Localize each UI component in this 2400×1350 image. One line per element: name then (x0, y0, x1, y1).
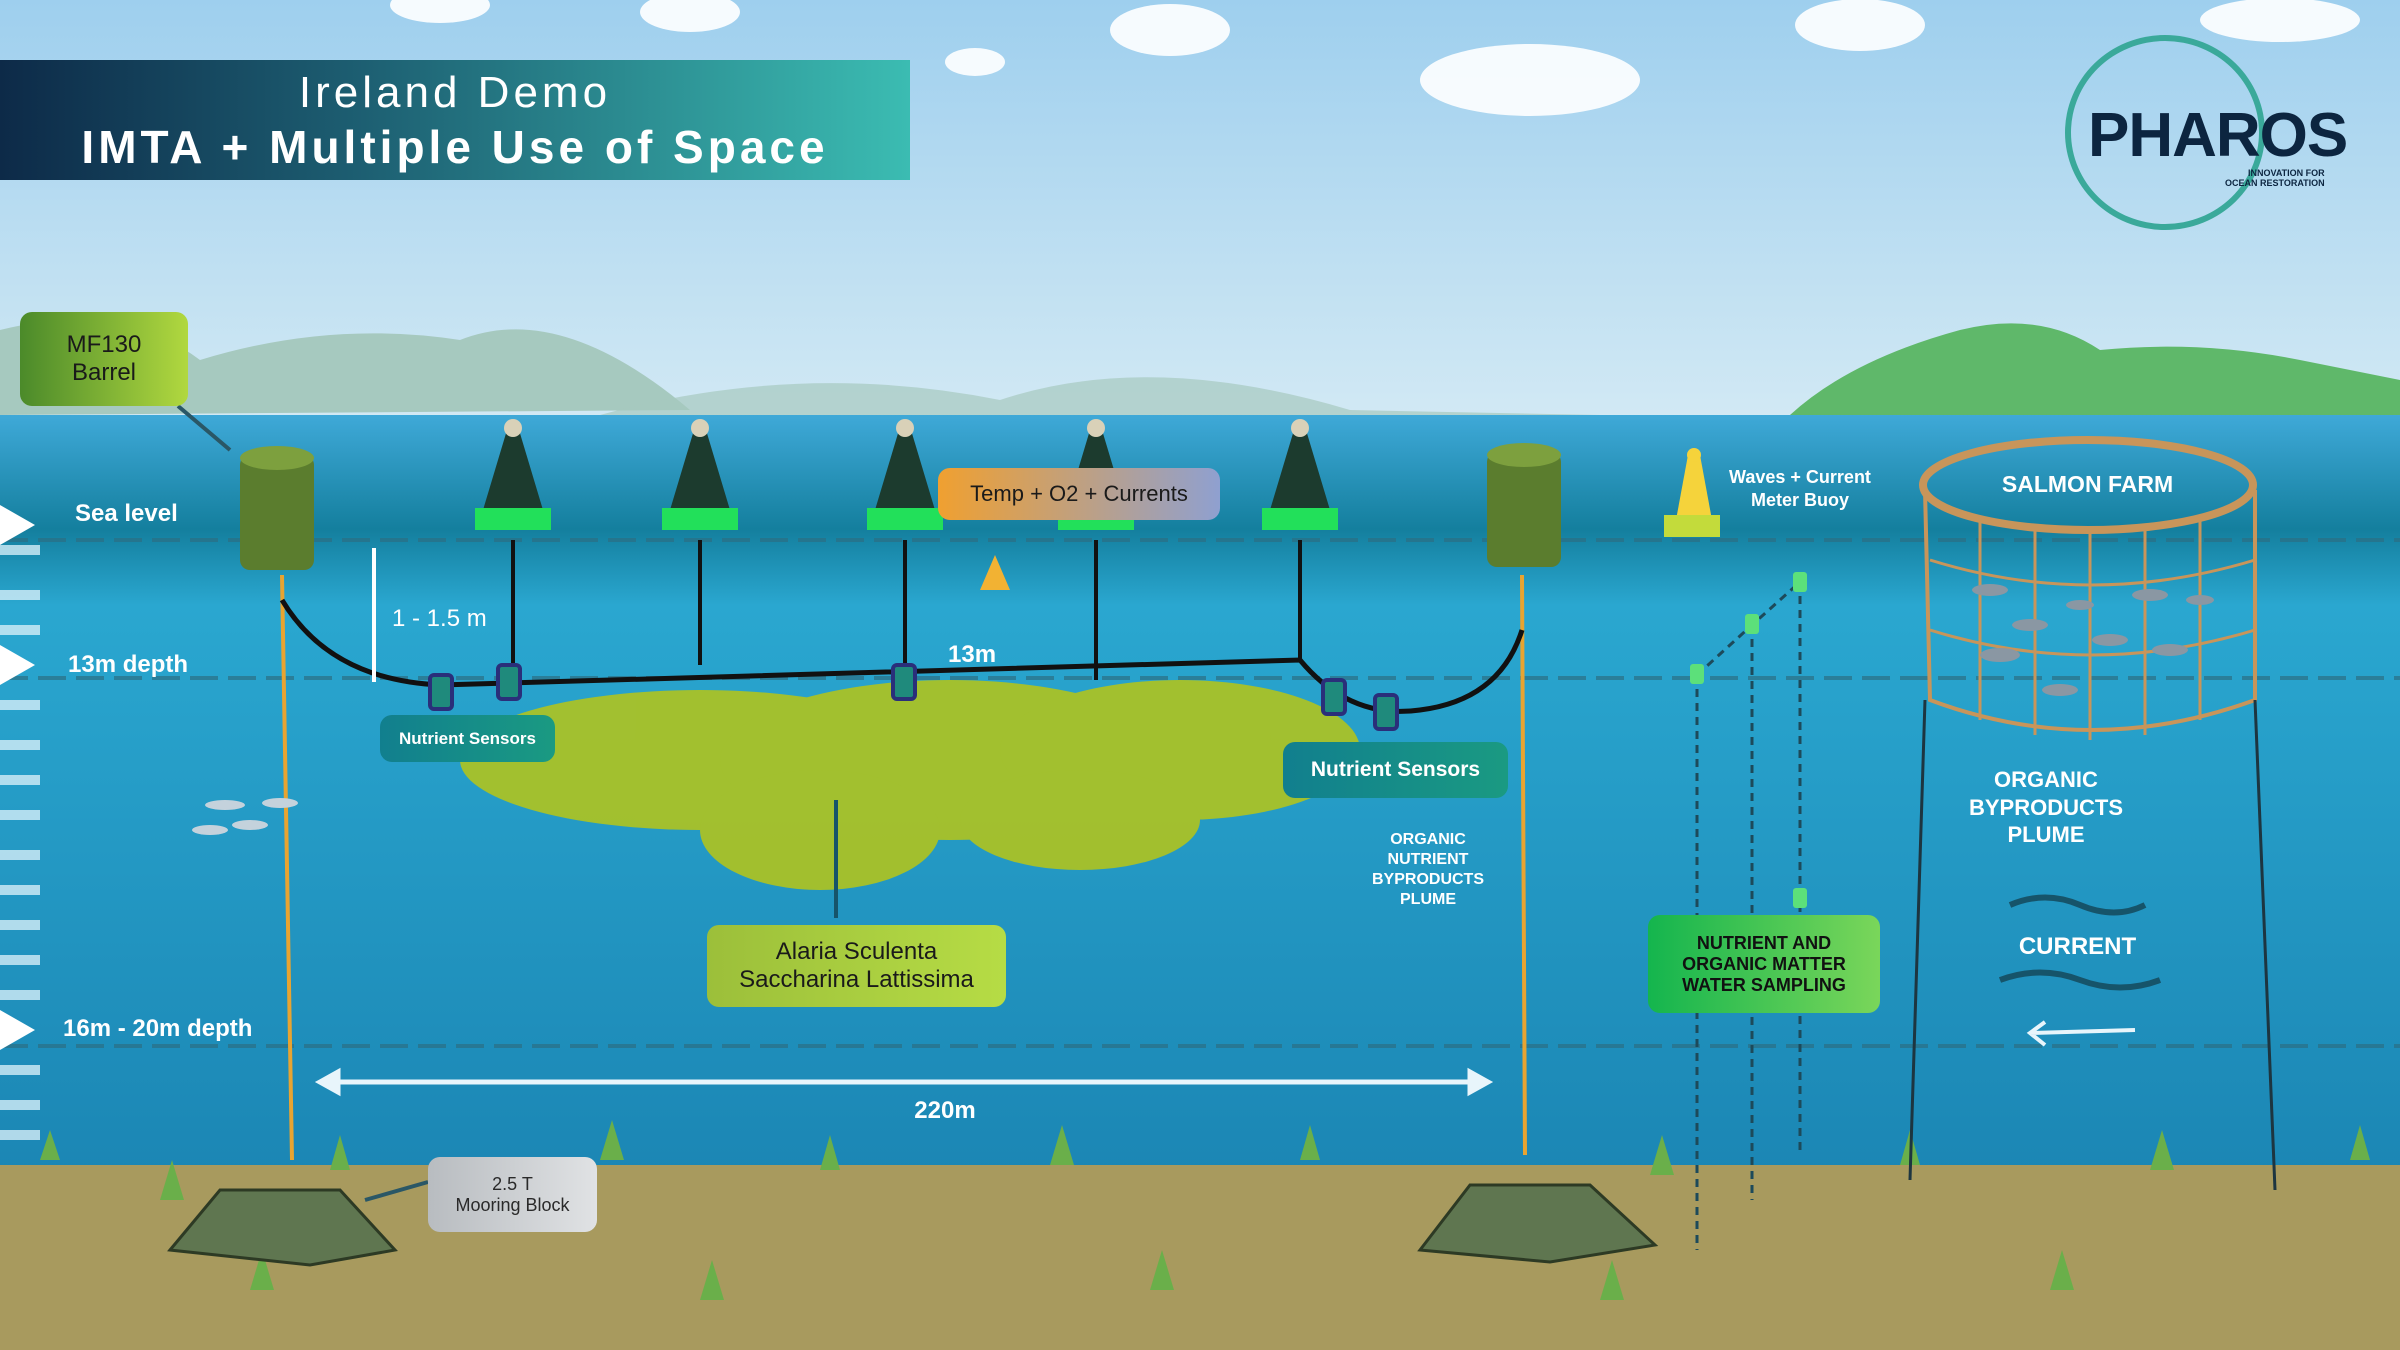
sea-level-label: Sea level (75, 500, 178, 527)
line-depth-label: 13m (948, 641, 997, 668)
label-line: ORGANIC (1994, 767, 2098, 792)
pharos-logo (2065, 35, 2265, 230)
temp-o2-currents-label: Temp + O2 + Currents (938, 468, 1220, 520)
barrel-pointer-arrow (176, 404, 232, 452)
gap-label: 1 - 1.5 m (392, 605, 487, 632)
mooring-pointer-arrow (364, 1180, 429, 1202)
current-waves (1998, 894, 2162, 991)
depth-13-label: 13m depth (68, 651, 189, 678)
temp-sensor-icon (980, 555, 1010, 590)
nutrient-sensors (428, 663, 1399, 731)
mooring-block-label: 2.5 T Mooring Block (428, 1157, 597, 1232)
span-arrow (314, 1067, 1494, 1097)
organic-nutrient-plume-label: ORGANIC NUTRIENT BYPRODUCTS PLUME (1358, 830, 1498, 910)
label-line: Nutrient Sensors (1310, 758, 1481, 781)
label-line: Mooring Block (455, 1194, 570, 1215)
label-line: ORGANIC MATTER (1682, 953, 1846, 974)
label-line: BYPRODUCTS (1968, 794, 2123, 820)
pharos-tagline: INNOVATION FOR OCEAN RESTORATION (2225, 168, 2325, 188)
barrel-label: MF130 Barrel (20, 312, 188, 406)
waves-buoy (1664, 448, 1720, 537)
label-line: 2.5 T (492, 1173, 533, 1194)
kelp-species-label: Alaria Sculenta Saccharina Lattissima (707, 925, 1006, 1007)
salmon-farm-label: SALMON FARM (2001, 471, 2174, 497)
wild-fish (192, 798, 298, 835)
title-line-1: Ireland Demo (298, 68, 612, 117)
nutrient-sensors-label-right: Nutrient Sensors (1283, 742, 1508, 798)
buoy (662, 419, 738, 530)
barrels (240, 443, 1561, 570)
label-line: Saccharina Lattissima (739, 966, 974, 993)
label-line: WATER SAMPLING (1682, 974, 1846, 995)
label-line: Barrel (71, 359, 137, 386)
label-line: Meter Buoy (1750, 489, 1849, 510)
current-label: CURRENT (2018, 933, 2137, 960)
label-line: Waves + Current (1729, 467, 1871, 487)
label-line: ORGANIC (1390, 831, 1466, 848)
pharos-logo-text: PHAROS (2088, 101, 2348, 170)
depth-16-20-label: 16m - 20m depth (63, 1015, 253, 1042)
mooring-blocks (167, 1183, 1659, 1267)
tagline-line: OCEAN RESTORATION (2225, 178, 2325, 188)
title-line-2: IMTA + Multiple Use of Space (81, 121, 829, 173)
label-line: PLUME (2007, 822, 2085, 847)
current-arrow (2026, 1020, 2136, 1047)
island (1790, 323, 2400, 418)
salmon-fish (1972, 584, 2214, 696)
label-line: PLUME (1400, 891, 1456, 908)
cage-anchor-lines (1908, 699, 2277, 1191)
label-line: Temp + O2 + Currents (970, 481, 1188, 506)
seabed (0, 1165, 2400, 1350)
waves-current-buoy-label: Waves + Current Meter Buoy (1710, 466, 1890, 511)
organic-byproducts-plume-label: ORGANIC BYPRODUCTS PLUME (1946, 766, 2146, 849)
title-banner: Ireland Demo IMTA + Multiple Use of Spac… (0, 60, 910, 180)
depth-markers (0, 505, 35, 1050)
nutrient-sensors-label-left: Nutrient Sensors (380, 715, 555, 762)
label-line: Nutrient Sensors (399, 728, 536, 748)
ropes (280, 574, 1527, 1161)
label-line: MF130 (66, 331, 142, 358)
buoy (475, 419, 551, 530)
tagline-line: INNOVATION FOR (2248, 168, 2325, 178)
clouds (390, 0, 2360, 116)
buoy-drops (511, 540, 1302, 680)
depth-scale (0, 545, 40, 1140)
label-line: BYPRODUCTS (1371, 871, 1484, 888)
label-line: NUTRIENT AND (1696, 932, 1832, 953)
sampling-sensors (1690, 572, 1807, 908)
buoy (867, 419, 943, 530)
buoy (1262, 419, 1338, 530)
water-sampling-label: NUTRIENT AND ORGANIC MATTER WATER SAMPLI… (1648, 915, 1880, 1013)
label-line: Alaria Sculenta (775, 938, 938, 965)
label-line: NUTRIENT (1387, 851, 1469, 868)
span-label: 220m (914, 1097, 976, 1124)
